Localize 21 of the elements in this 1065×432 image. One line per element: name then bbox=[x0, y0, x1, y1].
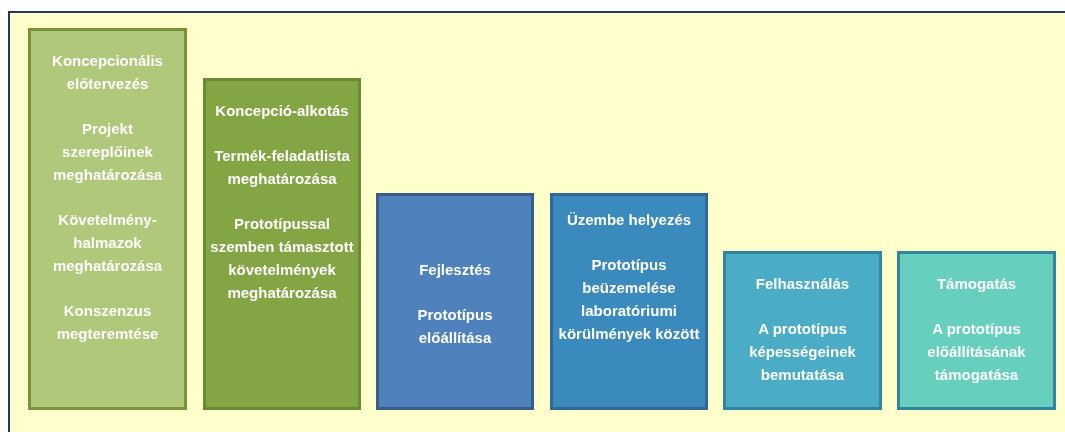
phase-box bbox=[723, 251, 882, 410]
phase-box bbox=[376, 193, 534, 410]
phase-box bbox=[28, 28, 187, 410]
phase-title: Felhasználás bbox=[755, 274, 850, 294]
phase-description: Prototípussal szemben támasztott követelmények meghatározása bbox=[210, 214, 354, 303]
phase-title: Fejlesztés bbox=[419, 260, 491, 280]
phase-box bbox=[550, 193, 708, 410]
phase-title: Koncepcionális előtervezés bbox=[51, 51, 164, 94]
phase-description: Konszenzus megteremtése bbox=[55, 301, 160, 344]
phase-description: Projekt szereplőinek meghatározása bbox=[51, 119, 164, 185]
phase-description: A prototípus előállításának támogatása bbox=[926, 319, 1027, 385]
phase-title: Támogatás bbox=[936, 274, 1017, 294]
phase-description: Prototípus beüzemelése laboratóriumi körülmények között bbox=[557, 255, 701, 344]
phase-title: Koncepció-alkotás bbox=[215, 101, 349, 121]
phase-description: Prototípus előállítása bbox=[416, 305, 494, 348]
phase-box bbox=[897, 251, 1056, 410]
phase-description: A prototípus képességeinek bemutatása bbox=[748, 319, 857, 385]
phase-description: Követelmény-halmazok meghatározása bbox=[51, 210, 164, 276]
phase-title: Üzembe helyezés bbox=[566, 210, 692, 230]
phase-box bbox=[203, 78, 361, 410]
phase-description: Termék-feladatlista meghatározása bbox=[213, 146, 351, 189]
